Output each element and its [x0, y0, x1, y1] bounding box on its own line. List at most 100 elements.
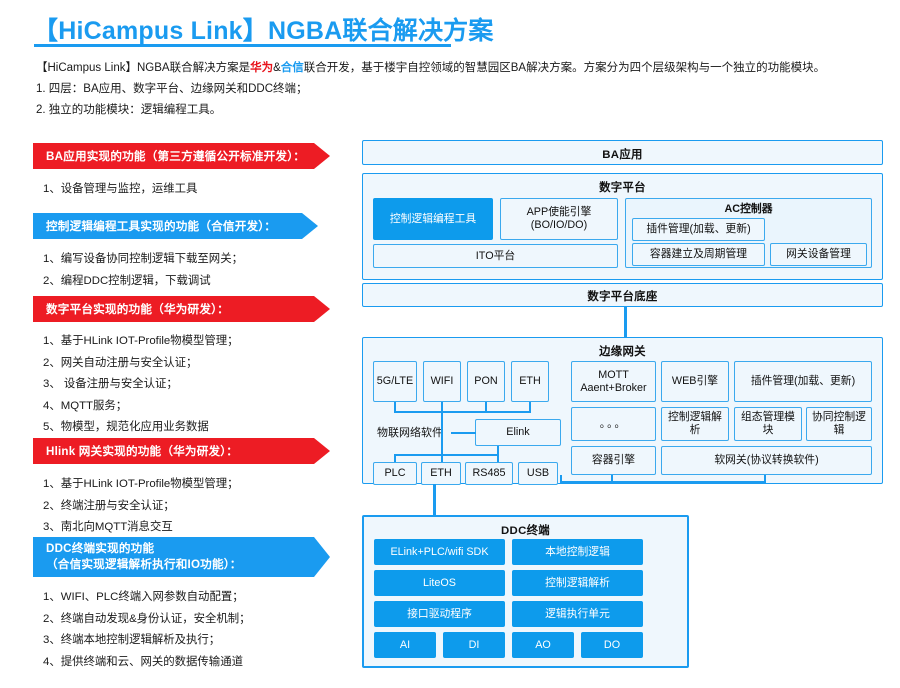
bullet-item: 1、基于HLink IOT-Profile物模型管理； — [43, 335, 239, 347]
cell-control-logic-parser-label: 控制逻辑解析 — [668, 411, 722, 436]
cell-ellipsis: 。。。 — [571, 407, 656, 441]
cell-ddc-interface-driver[interactable]: 接口驱动程序 — [374, 601, 505, 627]
layer-edge-gateway[interactable]: 边缘网关 5G/LTE WIFI PON ETH 物联网络软件 Elink — [362, 337, 883, 485]
cell-web-engine[interactable]: WEB引擎 — [661, 361, 729, 402]
cell-gateway-device-management[interactable]: 网关设备管理 — [770, 243, 867, 266]
title-divider — [34, 44, 451, 47]
connector-downlink-bus — [394, 454, 499, 456]
group-ac-controller[interactable]: AC控制器 插件管理(加载、更新) 容器建立及周期管理 网关设备管理 — [625, 198, 872, 268]
cell-gateway-plugin-management-label: 插件管理(加载、更新) — [750, 375, 856, 387]
cell-soft-gateway-label: 软网关(协议转换软件) — [714, 454, 819, 466]
bullets-digital-platform: 1、基于HLink IOT-Profile物模型管理； 2、网关自动注册与安全认… — [43, 331, 239, 439]
cell-downlink-plc-label: PLC — [384, 467, 406, 479]
cell-downlink-plc[interactable]: PLC — [373, 462, 417, 485]
cell-app-enablement-engine[interactable]: APP使能引擎 (BO/IO/DO) — [500, 198, 618, 240]
layer-ddc-terminal[interactable]: DDC终端 ELink+PLC/wifi SDK 本地控制逻辑 LiteOS 控… — [362, 515, 689, 668]
bullet-item: 2、终端注册与安全认证； — [43, 499, 175, 512]
intro-line-2: 1. 四层：BA应用、数字平台、边缘网关和DDC终端； — [36, 83, 308, 95]
banner-hlink-gateway-label: Hlink 网关实现的功能（华为研发）： — [46, 445, 239, 458]
cell-configuration-management-module[interactable]: 组态管理模块 — [734, 407, 802, 441]
group-ac-controller-title: AC控制器 — [724, 203, 773, 215]
intro-line-3: 2. 独立的功能模块：逻辑编程工具。 — [36, 104, 222, 116]
cell-ddc-io-di-label: DI — [468, 638, 480, 651]
cell-ddc-control-logic-parser[interactable]: 控制逻辑解析 — [512, 570, 643, 596]
cell-ddc-local-control-logic[interactable]: 本地控制逻辑 — [512, 539, 643, 565]
cell-gateway-plugin-management[interactable]: 插件管理(加载、更新) — [734, 361, 872, 402]
cell-uplink-wifi[interactable]: WIFI — [423, 361, 461, 402]
bullet-item: 1、WIFI、PLC终端入网参数自动配置； — [43, 591, 244, 603]
bullet-item: 3、 设备注册与安全认证； — [43, 378, 178, 390]
cell-ito-platform[interactable]: ITO平台 — [373, 244, 618, 268]
layer-ba-application[interactable]: BA应用 — [362, 140, 883, 165]
cell-soft-gateway[interactable]: 软网关(协议转换软件) — [661, 446, 872, 475]
cell-mqtt-agent-broker[interactable]: MOTT Aaent+Broker — [571, 361, 656, 402]
cell-ddc-interface-driver-label: 接口驱动程序 — [407, 607, 472, 620]
connector-uplink-eth-stub — [529, 402, 531, 412]
connector-wifi-vertical — [441, 411, 443, 456]
connector-downlink-plc-stub — [394, 454, 396, 464]
cell-gateway-device-management-label: 网关设备管理 — [786, 248, 851, 260]
bullets-ddc-terminal: 1、WIFI、PLC终端入网参数自动配置； 2、终端自动发现&身份认证，安全机制… — [43, 587, 251, 673]
banner-digital-platform: 数字平台实现的功能（华为研发）： — [33, 296, 330, 322]
cell-elink[interactable]: Elink — [475, 419, 561, 446]
connector-downlink-eth-stub — [441, 454, 443, 464]
cell-cooperative-control-logic-label: 协同控制逻辑 — [812, 411, 866, 436]
bullet-item: 2、终端自动发现&身份认证，安全机制； — [43, 612, 251, 625]
cell-downlink-rs485-label: RS485 — [472, 467, 506, 479]
cell-container-engine[interactable]: 容器引擎 — [571, 446, 656, 475]
cell-downlink-rs485[interactable]: RS485 — [465, 462, 513, 485]
cell-configuration-management-module-label: 组态管理模块 — [741, 411, 795, 436]
cell-ddc-io-di[interactable]: DI — [443, 632, 505, 658]
cell-plugin-management-label: 插件管理(加载、更新) — [646, 223, 751, 235]
banner-ba-application: BA应用实现的功能（第三方遵循公开标准开发）： — [33, 143, 330, 169]
cell-ddc-io-do[interactable]: DO — [581, 632, 643, 658]
cell-ddc-elink-plc-wifi-sdk[interactable]: ELink+PLC/wifi SDK — [374, 539, 505, 565]
cell-app-enablement-engine-label-1: APP使能引擎 — [526, 206, 592, 218]
cell-ddc-io-ai[interactable]: AI — [374, 632, 436, 658]
intro-hexin-highlight: 合信 — [280, 62, 304, 74]
connector-iot-to-elink — [451, 432, 476, 434]
cell-uplink-eth-label: ETH — [519, 375, 541, 387]
banner-logic-programming-tool: 控制逻辑编程工具实现的功能（合信开发）： — [33, 213, 318, 239]
bullet-item: 1、设备管理与监控，运维工具 — [43, 183, 198, 195]
intro-huawei-highlight: 华为 — [250, 62, 274, 74]
cell-container-lifecycle[interactable]: 容器建立及周期管理 — [632, 243, 765, 266]
cell-uplink-pon[interactable]: PON — [467, 361, 505, 402]
cell-downlink-eth[interactable]: ETH — [421, 462, 461, 485]
page-title: 【HiCampus Link】NGBA联合解决方案 — [33, 17, 494, 45]
bullet-item: 2、网关自动注册与安全认证； — [43, 356, 198, 369]
bullet-item: 3、南北向MQTT消息交互 — [43, 521, 173, 533]
cell-ddc-local-control-logic-label: 本地控制逻辑 — [545, 545, 610, 558]
label-iot-network-software: 物联网络软件 — [369, 422, 451, 444]
connector-rail-bottom — [560, 481, 766, 483]
intro-amp: & — [273, 62, 281, 74]
cell-uplink-eth[interactable]: ETH — [511, 361, 549, 402]
cell-cooperative-control-logic[interactable]: 协同控制逻辑 — [806, 407, 872, 441]
connector-rail-container — [611, 475, 613, 483]
cell-uplink-5g-lte[interactable]: 5G/LTE — [373, 361, 417, 402]
cell-ddc-logic-execution-unit[interactable]: 逻辑执行单元 — [512, 601, 643, 627]
cell-ddc-io-ao[interactable]: AO — [512, 632, 574, 658]
cell-ddc-liteos-label: LiteOS — [422, 576, 456, 589]
connector-gateway-to-ddc — [433, 484, 436, 515]
cell-uplink-pon-label: PON — [474, 375, 498, 387]
layer-digital-platform-base[interactable]: 数字平台底座 — [362, 283, 883, 307]
cell-downlink-usb[interactable]: USB — [518, 462, 558, 485]
cell-plugin-management[interactable]: 插件管理(加载、更新) — [632, 218, 765, 241]
cell-logic-programming-tool-label: 控制逻辑编程工具 — [389, 212, 477, 225]
cell-control-logic-parser[interactable]: 控制逻辑解析 — [661, 407, 729, 441]
bullet-item: 2、编程DDC控制逻辑，下载调试 — [43, 274, 211, 287]
connector-uplink-wifi-stub — [441, 402, 443, 412]
connector-uplink-bus — [394, 411, 531, 413]
banner-ddc-terminal-label-line2: （合信实现逻辑解析执行和IO功能）： — [46, 558, 242, 571]
connector-uplink-pon-stub — [485, 402, 487, 412]
cell-ddc-liteos[interactable]: LiteOS — [374, 570, 505, 596]
cell-ddc-io-ai-label: AI — [399, 638, 411, 651]
layer-digital-platform[interactable]: 数字平台 控制逻辑编程工具 APP使能引擎 (BO/IO/DO) ITO平台 A… — [362, 173, 883, 280]
bullet-item: 3、终端本地控制逻辑解析及执行； — [43, 634, 221, 646]
bullets-ba-application: 1、设备管理与监控，运维工具 — [43, 179, 197, 201]
connector-platform-to-gateway — [624, 307, 627, 337]
architecture-diagram: BA应用 数字平台 控制逻辑编程工具 APP使能引擎 (BO/IO/DO) IT… — [362, 140, 883, 680]
cell-logic-programming-tool[interactable]: 控制逻辑编程工具 — [373, 198, 493, 240]
bullets-logic-programming-tool: 1、编写设备协同控制逻辑下载至网关； 2、编程DDC控制逻辑，下载调试 — [43, 249, 243, 292]
